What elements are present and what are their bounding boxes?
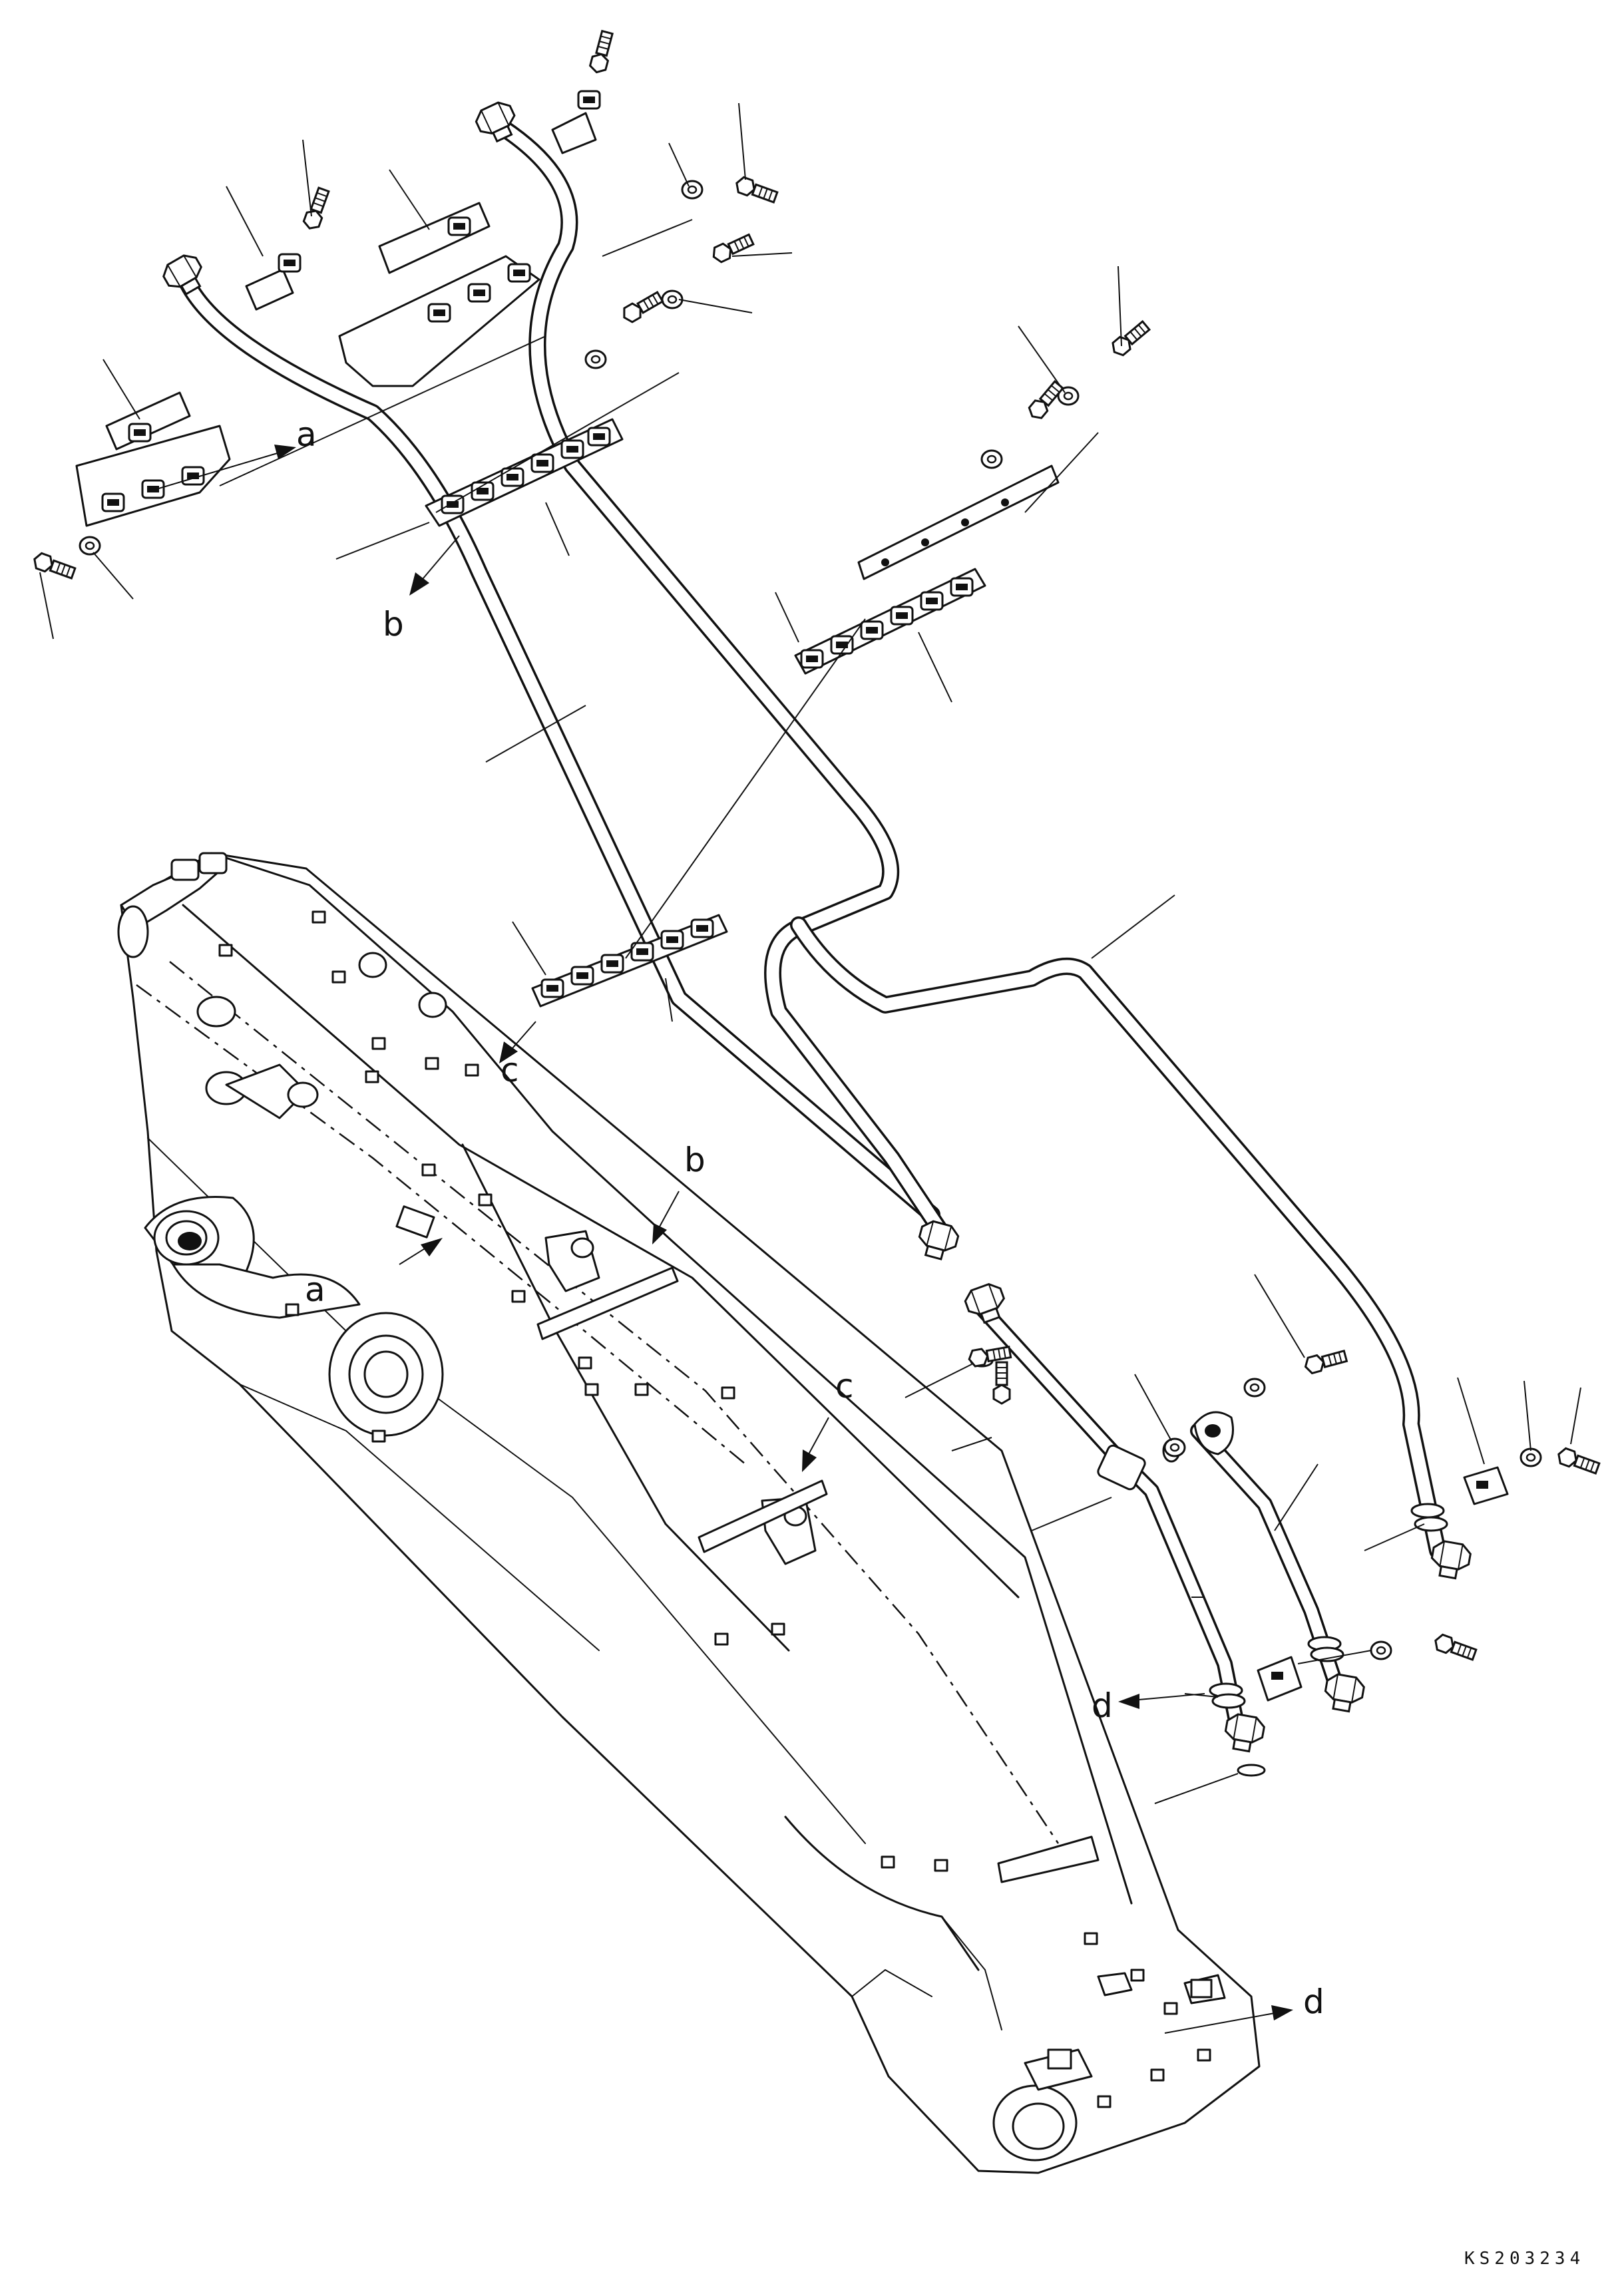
hydraulic-pipe-left — [174, 264, 940, 1223]
clamp-row-b-top — [425, 418, 624, 527]
pipe-nut-lower-left — [1221, 1711, 1267, 1754]
label-a-top: a — [296, 415, 317, 454]
bracket-left — [75, 391, 231, 527]
clamp-block-right — [1257, 1466, 1509, 1702]
leader-lines — [39, 102, 1581, 1804]
small-clamps-top — [245, 90, 601, 311]
clamp-row-right-lower — [794, 568, 986, 675]
boom-clamp-row-d-upper — [997, 1835, 1100, 1883]
pipe-nut-mid — [914, 1218, 962, 1263]
drawing-code: KS203234 — [1464, 2249, 1585, 2269]
label-c-mid: c — [501, 1051, 519, 1089]
label-a-boom: a — [305, 1270, 325, 1309]
label-d-boom: d — [1303, 1983, 1324, 2021]
pipe-nut-right-end — [1428, 1538, 1473, 1581]
bracket-top — [338, 202, 540, 387]
hydraulic-pipe-long-bend — [790, 916, 1446, 1559]
clamp-row-c-mid — [531, 914, 728, 1008]
label-d-pipe: d — [1092, 1686, 1113, 1725]
callout-labels: a b c a b c d d — [296, 415, 1324, 2021]
label-c-boom: c — [835, 1367, 854, 1406]
clamp-row-right — [857, 465, 1060, 580]
label-b-boom: b — [684, 1141, 706, 1179]
boom-clamp-row-b — [536, 1266, 679, 1340]
boom-structure — [117, 852, 1261, 2174]
hydraulic-pipe-right — [487, 114, 954, 1246]
boom-clamp-row-c — [698, 1479, 828, 1553]
pipe-nut-lower-right — [1321, 1671, 1366, 1714]
label-b-top: b — [383, 605, 404, 644]
callout-arrows — [156, 445, 1293, 2034]
